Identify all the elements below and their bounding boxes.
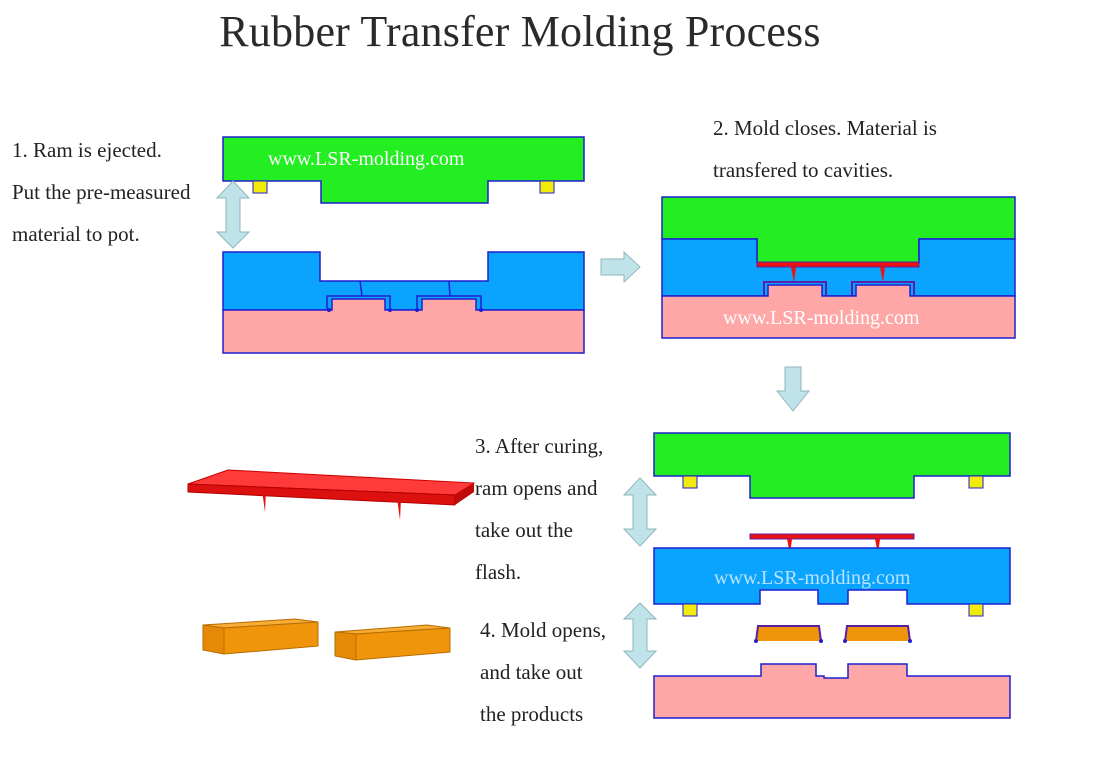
stage-4-bottom-plate — [653, 663, 1011, 719]
step-1-line-2: Put the pre-measured — [12, 180, 191, 204]
step-3-line-2: ram opens and — [475, 476, 598, 500]
stage-3-pin-lower-right — [968, 603, 984, 617]
step-1-line-1: 1. Ram is ejected. — [12, 138, 162, 162]
stage-2-sprue-right — [880, 267, 885, 283]
stage-2-flash-layer — [756, 261, 920, 268]
stage-1-cavity-right — [416, 295, 482, 310]
stage-2-watermark: www.LSR-molding.com — [723, 307, 920, 329]
stage-3-watermark: www.LSR-molding.com — [714, 567, 911, 589]
step-2-caption: 2. Mold closes. Material is transfered t… — [713, 107, 937, 191]
removed-product-left-3d — [202, 618, 319, 655]
stage-2-cavity-right — [851, 281, 915, 296]
step-1-line-3: material to pot. — [12, 222, 140, 246]
step-4-line-2: and take out — [480, 660, 583, 684]
stage-2-bottom-plate — [661, 284, 1016, 339]
stage-4-product-right — [844, 625, 911, 642]
stage-3-pin-lower-left — [682, 603, 698, 617]
stage-1-bottom-plate — [222, 298, 585, 354]
removed-flash-3d — [187, 469, 476, 520]
stage-3-flash — [749, 533, 915, 540]
step-4-line-3: the products — [480, 702, 584, 726]
removed-product-right-3d — [334, 624, 451, 661]
step-3-line-3: take out the — [475, 518, 573, 542]
stage-1-cavity-left — [326, 295, 391, 310]
stage-3-ram-plate — [653, 432, 1011, 499]
stage-4-open-arrow — [622, 602, 658, 669]
stage-3-flash-sprue-right — [875, 539, 880, 554]
stage-3-mold: www.LSR-molding.com — [653, 432, 1011, 719]
stage-3-transfer-pot — [653, 547, 1011, 605]
stage-3-pin-right — [968, 475, 984, 489]
stage-1-open-close-arrow — [215, 180, 251, 249]
step-3-line-1: 3. After curing, — [475, 434, 604, 458]
step-2-line-2: transfered to cavities. — [713, 158, 894, 182]
stage-2-sprue-left — [791, 267, 796, 283]
step-2-line-1: 2. Mold closes. Material is — [713, 116, 937, 140]
stage-3-open-arrow — [622, 477, 658, 547]
stage-3-flash-sprue-left — [787, 539, 792, 554]
step-4-line-1: 4. Mold opens, — [480, 618, 606, 642]
stage-2-to-3-arrow — [775, 366, 811, 412]
stage-1-pin-right — [539, 180, 555, 194]
stage-2-cavity-left — [763, 281, 827, 296]
step-4-caption: 4. Mold opens, and take out the products — [480, 609, 606, 735]
step-3-line-4: flash. — [475, 560, 522, 584]
stage-1-sprue-right — [448, 280, 451, 297]
page-title: Rubber Transfer Molding Process — [219, 7, 821, 56]
step-3-caption: 3. After curing, ram opens and take out … — [475, 425, 603, 593]
stage-1-watermark: www.LSR-molding.com — [268, 148, 465, 170]
stage-4-product-left — [755, 625, 822, 642]
step-1-caption: 1. Ram is ejected. Put the pre-measured … — [12, 129, 190, 255]
stage-1-to-2-arrow — [600, 250, 641, 284]
stage-1-mold: www.LSR-molding.com — [222, 136, 585, 354]
stage-2-mold: www.LSR-molding.com — [661, 196, 1016, 339]
stage-1-pin-left — [252, 180, 268, 194]
stage-1-transfer-pot — [222, 251, 585, 311]
stage-3-pin-left — [682, 475, 698, 489]
stage-1-ram-plate — [222, 136, 585, 204]
stage-1-sprue-left — [359, 280, 363, 297]
